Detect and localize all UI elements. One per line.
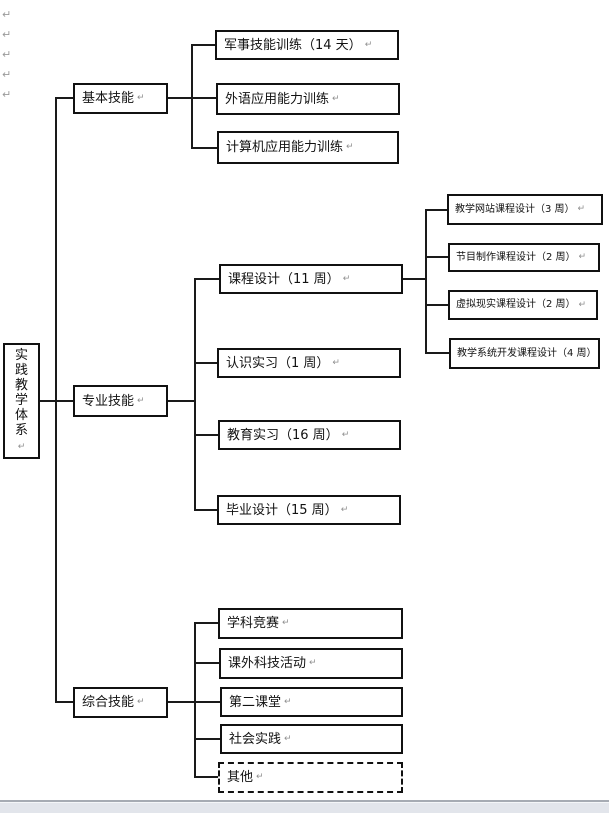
node-course-design[interactable]: 课程设计（11 周）↵ <box>219 264 403 294</box>
trunk-professional-children-line <box>194 278 196 511</box>
paragraph-mark-icon: ↵ <box>2 29 11 40</box>
return-mark-icon: ↵ <box>284 735 292 744</box>
connector-line <box>196 738 220 740</box>
connector-line <box>196 622 218 624</box>
return-mark-icon: ↵ <box>137 94 145 103</box>
paragraph-mark-icon: ↵ <box>2 9 11 20</box>
paragraph-mark-icon: ↵ <box>2 69 11 80</box>
return-mark-icon: ↵ <box>579 253 587 262</box>
return-mark-icon: ↵ <box>341 506 349 515</box>
node-label: 外语应用能力训练 <box>225 93 329 106</box>
node-label: 毕业设计（15 周） <box>226 504 338 517</box>
connector-comprehensive-line <box>57 701 73 703</box>
node-label: 实践教学体系↵ <box>15 348 29 455</box>
node-label: 军事技能训练（14 天） <box>224 39 362 52</box>
connector-line <box>427 209 447 211</box>
connector-line <box>168 97 192 99</box>
connector-basic-line <box>57 97 73 99</box>
connector-line <box>427 256 448 258</box>
connector-line <box>168 701 195 703</box>
connector-line <box>196 509 217 511</box>
node-label: 其他 <box>227 771 253 784</box>
node-subject-competition[interactable]: 学科竞赛↵ <box>218 608 403 639</box>
connector-line <box>196 278 219 280</box>
node-virtual-reality-course-design[interactable]: 虚拟现实课程设计（2 周）↵ <box>448 290 598 320</box>
node-program-production-course-design[interactable]: 节目制作课程设计（2 周）↵ <box>448 243 600 272</box>
node-label: 计算机应用能力训练 <box>226 141 343 154</box>
node-foreign-language-training[interactable]: 外语应用能力训练↵ <box>216 83 400 115</box>
node-label: 综合技能 <box>82 696 134 709</box>
node-label: 教育实习（16 周） <box>227 429 339 442</box>
node-label: 课外科技活动 <box>228 657 306 670</box>
return-mark-icon: ↵ <box>137 698 145 707</box>
node-social-practice[interactable]: 社会实践↵ <box>220 724 403 754</box>
trunk-course-design-children-line <box>425 209 427 354</box>
return-mark-icon: ↵ <box>256 773 264 782</box>
node-professional-skills[interactable]: 专业技能↵ <box>73 385 168 417</box>
node-second-classroom[interactable]: 第二课堂↵ <box>220 687 403 717</box>
node-label: 基本技能 <box>82 92 134 105</box>
connector-line <box>196 434 218 436</box>
node-label: 第二课堂 <box>229 696 281 709</box>
node-label: 学科竞赛 <box>227 617 279 630</box>
paragraph-mark-icon: ↵ <box>2 89 11 100</box>
connector-line <box>193 44 215 46</box>
return-mark-icon: ↵ <box>343 275 351 284</box>
node-comprehensive-skills[interactable]: 综合技能↵ <box>73 687 168 718</box>
return-mark-icon: ↵ <box>309 659 317 668</box>
node-label: 课程设计（11 周） <box>228 273 340 286</box>
return-mark-icon: ↵ <box>342 431 350 440</box>
node-graduation-design[interactable]: 毕业设计（15 周）↵ <box>217 495 401 525</box>
return-mark-icon: ↵ <box>346 143 354 152</box>
trunk-comprehensive-children-line <box>194 622 196 778</box>
node-practice-teaching-system[interactable]: 实践教学体系↵ <box>3 343 40 459</box>
node-label: 教学系统开发课程设计（4 周） <box>457 349 597 359</box>
connector-root-line <box>39 400 73 402</box>
node-teaching-website-course-design[interactable]: 教学网站课程设计（3 周）↵ <box>447 194 603 225</box>
connector-line <box>196 776 218 778</box>
connector-line <box>193 147 217 149</box>
node-others[interactable]: 其他↵ <box>218 762 403 793</box>
connector-line <box>427 352 449 354</box>
return-mark-icon: ↵ <box>332 95 340 104</box>
node-military-skill-training[interactable]: 军事技能训练（14 天）↵ <box>215 30 399 60</box>
connector-line <box>196 362 217 364</box>
return-mark-icon: ↵ <box>332 359 340 368</box>
return-mark-icon: ↵ <box>284 698 292 707</box>
return-mark-icon: ↵ <box>365 41 373 50</box>
node-label: 虚拟现实课程设计（2 周） <box>456 300 576 310</box>
node-extracurricular-science-activities[interactable]: 课外科技活动↵ <box>219 648 403 679</box>
connector-line <box>193 97 216 99</box>
connector-line <box>196 662 219 664</box>
return-mark-icon: ↵ <box>579 301 587 310</box>
return-mark-icon: ↵ <box>18 442 26 452</box>
return-mark-icon: ↵ <box>282 619 290 628</box>
node-label: 教学网站课程设计（3 周） <box>455 205 575 215</box>
connector-line <box>196 701 220 703</box>
return-mark-icon: ↵ <box>578 205 586 214</box>
node-cognition-internship[interactable]: 认识实习（1 周）↵ <box>217 348 401 378</box>
return-mark-icon: ↵ <box>137 397 145 406</box>
paragraph-mark-icon: ↵ <box>2 49 11 60</box>
node-label: 专业技能 <box>82 395 134 408</box>
connector-line <box>168 400 195 402</box>
connector-line <box>403 278 426 280</box>
node-label: 认识实习（1 周） <box>226 357 329 370</box>
node-computer-application-training[interactable]: 计算机应用能力训练↵ <box>217 131 399 164</box>
connector-line <box>427 304 448 306</box>
horizontal-scrollbar-track[interactable] <box>0 802 609 813</box>
node-education-internship[interactable]: 教育实习（16 周）↵ <box>218 420 401 450</box>
node-teaching-system-development-course-design[interactable]: 教学系统开发课程设计（4 周）↵ <box>449 338 600 369</box>
node-basic-skills[interactable]: 基本技能↵ <box>73 83 168 114</box>
node-label: 社会实践 <box>229 733 281 746</box>
node-label: 节目制作课程设计（2 周） <box>456 253 576 263</box>
